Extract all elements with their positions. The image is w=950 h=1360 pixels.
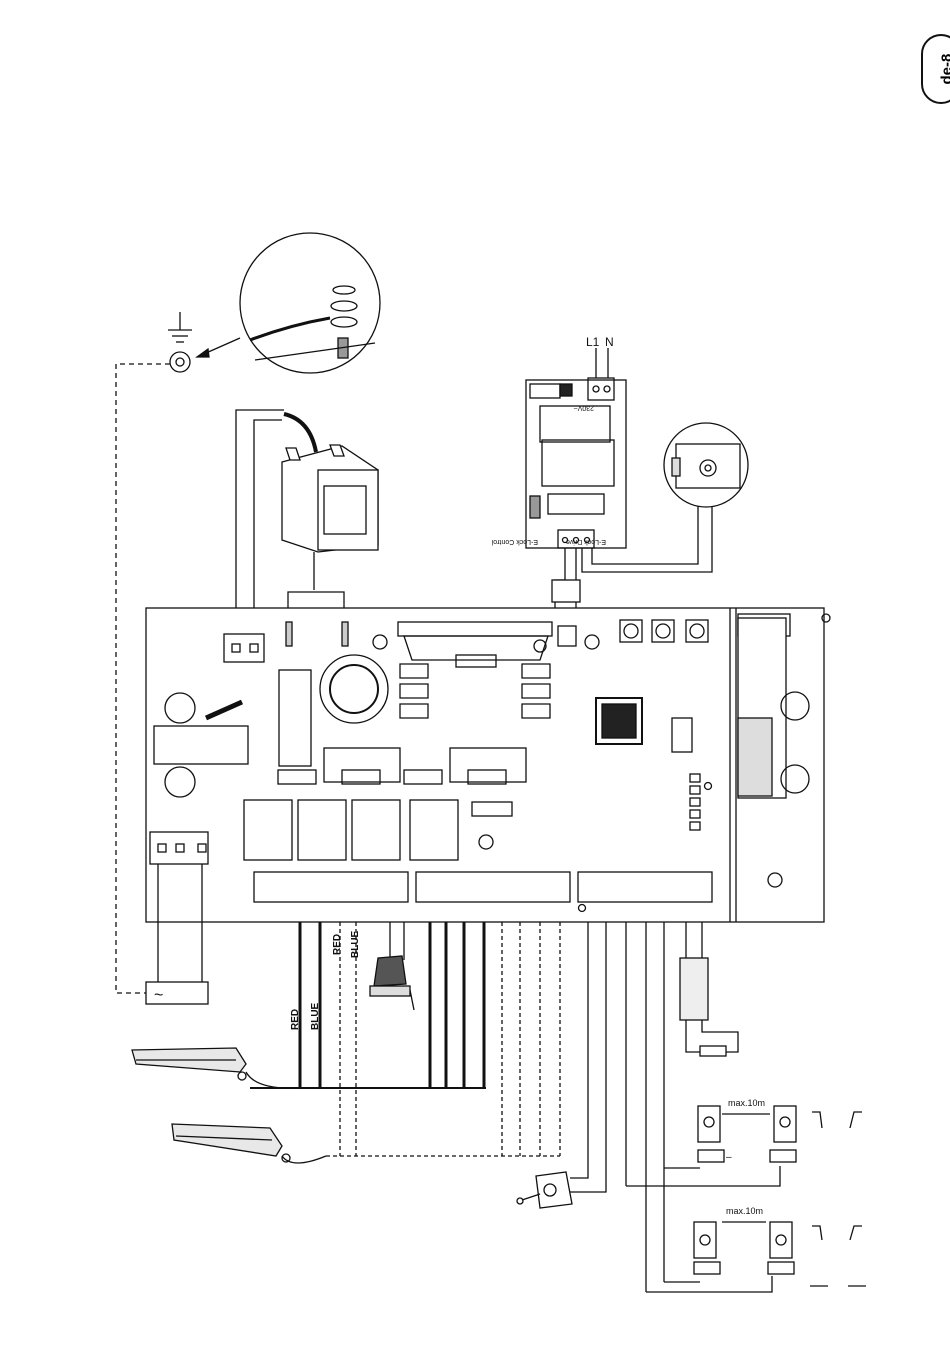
motor-actuator-2	[172, 1124, 326, 1163]
electric-lock	[664, 423, 748, 507]
wire-label-red: RED	[290, 1009, 301, 1030]
photocell-distance-top: max.10m	[728, 1098, 765, 1108]
control-board	[146, 608, 830, 922]
transformer	[236, 410, 378, 640]
motor-actuator-1	[132, 1048, 300, 1088]
motor-cables: RED BLUE RED BLUE	[250, 922, 560, 1156]
wire-label-red-2: RED	[332, 934, 343, 955]
elock-drive-label: E-Lock Drive	[566, 538, 606, 545]
antenna-cable	[680, 922, 738, 1056]
photocell-distance-bottom: max.10m	[726, 1206, 763, 1216]
washer-icon	[333, 286, 355, 294]
key-selector	[517, 922, 606, 1208]
elock-voltage-label: 230V~	[574, 404, 594, 411]
ac-symbol: ~	[154, 987, 163, 1004]
wire-label-blue: BLUE	[310, 1002, 321, 1030]
wire-label-blue-2: BLUE	[350, 930, 361, 958]
washer-icon	[331, 301, 357, 311]
flashing-lamp	[370, 922, 414, 1010]
mains-l1-label: L1	[586, 335, 600, 349]
mains-n-label: N	[605, 335, 614, 349]
photocell-minus-sign: –	[726, 1152, 732, 1163]
photocells: max.10m – max.10m	[626, 922, 866, 1292]
ground-screw-icon	[170, 352, 190, 372]
elock-control-label: E-Lock Control	[491, 538, 538, 545]
